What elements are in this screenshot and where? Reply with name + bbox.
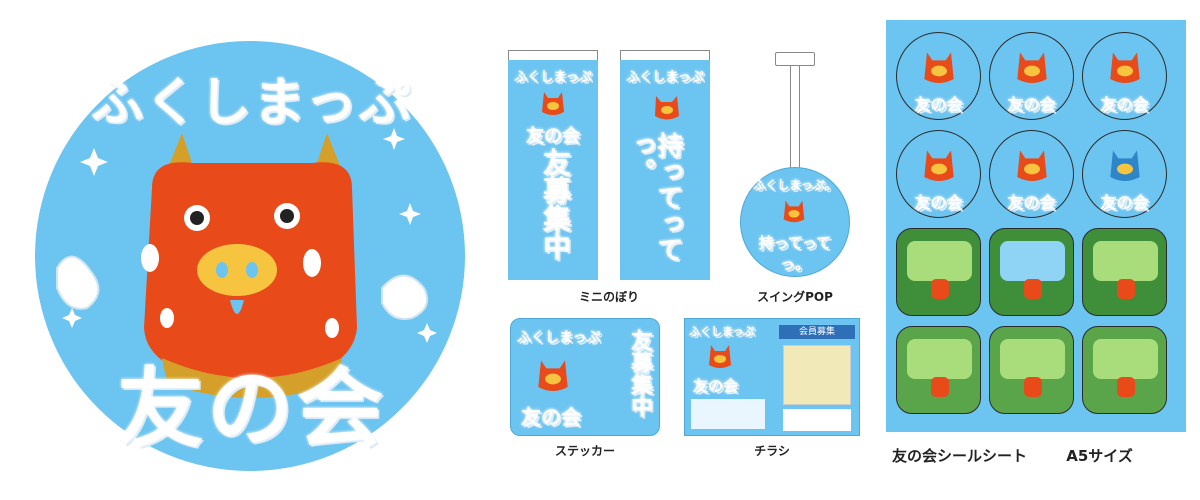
flyer-map-block bbox=[783, 345, 851, 405]
mascot-dot-icon bbox=[1024, 377, 1042, 397]
nobori-pole bbox=[508, 50, 598, 60]
seal-item-text: 友の会 bbox=[914, 95, 963, 114]
seal-item bbox=[896, 326, 981, 414]
seal-item-text: 友の会 bbox=[914, 193, 963, 212]
nobori-pole bbox=[620, 50, 710, 60]
mascot-icon bbox=[1110, 52, 1140, 83]
seal-item: 友の会 bbox=[1082, 32, 1167, 120]
flyer-header-bar: 会員募集 bbox=[779, 325, 855, 339]
sticker-club: 友の会 bbox=[521, 405, 581, 429]
seal-item: 友の会 bbox=[989, 130, 1074, 218]
nobori-left: ふくしまっぷ 友の会 友募集中 bbox=[508, 50, 598, 280]
flyer-club: 友の会 bbox=[693, 377, 739, 395]
seal-sheet-caption-size: A5サイズ bbox=[1066, 447, 1133, 465]
seal-item bbox=[1082, 228, 1167, 316]
nobori-caption: ミニのぼり bbox=[578, 290, 639, 304]
scene-artwork bbox=[1093, 339, 1158, 379]
seal-item bbox=[989, 228, 1074, 316]
scene-artwork bbox=[907, 339, 972, 379]
flyer-title: ふくしまっぷ bbox=[689, 325, 755, 338]
seal-grid: 友の会友の会友の会友の会友の会友の会 bbox=[896, 32, 1176, 424]
mascot-dot-icon bbox=[931, 279, 949, 299]
mascot-icon bbox=[924, 52, 954, 83]
sticker: ふくしまっぷ 友の会 友募集中 bbox=[510, 318, 660, 436]
scene-artwork bbox=[1000, 241, 1065, 281]
flyer-header-text: 会員募集 bbox=[798, 327, 835, 337]
mascot-icon bbox=[1017, 150, 1047, 181]
swing-pop-line: 持ってってっ。 bbox=[758, 234, 832, 273]
nobori-left-club: 友の会 bbox=[526, 126, 580, 147]
seal-item: 友の会 bbox=[896, 130, 981, 218]
logo-title-kanji: 友の会 bbox=[117, 359, 387, 459]
seal-item: 友の会 bbox=[989, 32, 1074, 120]
mascot-dot-icon bbox=[1117, 377, 1135, 397]
mascot-dot-icon bbox=[1117, 279, 1135, 299]
flyer-caption: チラシ bbox=[754, 444, 790, 458]
swing-pop-top-tab bbox=[775, 52, 815, 66]
seal-item-text: 友の会 bbox=[1007, 95, 1056, 114]
seal-sheet-caption-name: 友の会シールシート bbox=[892, 447, 1028, 465]
nobori-right-vertical: 持ってってっ。 bbox=[625, 132, 683, 262]
flyer-right-panel: 会員募集 bbox=[775, 319, 861, 437]
swing-pop: ふくしまっぷ。 持ってってっ。 bbox=[740, 52, 850, 277]
mascot-icon bbox=[1110, 150, 1140, 181]
seal-item bbox=[1082, 326, 1167, 414]
sticker-caption: ステッカー bbox=[554, 444, 615, 458]
seal-sheet-caption: 友の会シールシート A5サイズ bbox=[892, 445, 1192, 466]
flyer-text-block bbox=[783, 409, 851, 431]
flyer-info-box bbox=[691, 399, 765, 429]
scene-artwork bbox=[1000, 339, 1065, 379]
nobori-left-top: ふくしまっぷ bbox=[514, 70, 592, 85]
logo-art bbox=[35, 41, 465, 471]
mascot-icon bbox=[542, 92, 564, 115]
mascot-flying-icon bbox=[655, 96, 679, 120]
sticker-vertical: 友募集中 bbox=[627, 329, 652, 417]
flyer-left-panel: ふくしまっぷ 友の会 bbox=[685, 319, 773, 437]
sticker-title: ふくしまっぷ bbox=[517, 330, 601, 346]
mascot-dot-icon bbox=[931, 377, 949, 397]
seal-item: 友の会 bbox=[896, 32, 981, 120]
mascot-flying-icon bbox=[783, 200, 805, 223]
seal-item-text: 友の会 bbox=[1100, 95, 1149, 114]
scene-artwork bbox=[1093, 241, 1158, 281]
nobori-right-top: ふくしまっぷ bbox=[626, 70, 704, 85]
mascot-icon bbox=[1017, 52, 1047, 83]
seal-item bbox=[896, 228, 981, 316]
seal-item: 友の会 bbox=[1082, 130, 1167, 218]
mascot-icon bbox=[538, 360, 568, 391]
seal-item-text: 友の会 bbox=[1007, 193, 1056, 212]
swing-pop-caption: スイングPOP bbox=[757, 290, 833, 304]
scene-artwork bbox=[907, 241, 972, 281]
main-logo: ふくしまっぷ 友の会 bbox=[32, 38, 468, 474]
mascot-dot-icon bbox=[1024, 279, 1042, 299]
swing-pop-stem bbox=[790, 66, 800, 168]
nobori-right: ふくしまっぷ 持ってってっ。 bbox=[620, 50, 710, 280]
nobori-left-vertical: 友募集中 bbox=[539, 148, 572, 260]
flyer: ふくしまっぷ 友の会 会員募集 bbox=[684, 318, 860, 436]
mascot-icon bbox=[709, 345, 731, 368]
swing-pop-top-text: ふくしまっぷ。 bbox=[753, 178, 837, 192]
seal-item bbox=[989, 326, 1074, 414]
nobori-banner bbox=[508, 60, 598, 280]
mascot-icon bbox=[924, 150, 954, 181]
nobori-banner bbox=[620, 60, 710, 280]
seal-sheet: 友の会友の会友の会友の会友の会友の会 bbox=[886, 20, 1186, 432]
seal-item-text: 友の会 bbox=[1100, 193, 1149, 212]
logo-title-hiragana: ふくしまっぷ bbox=[91, 73, 413, 133]
